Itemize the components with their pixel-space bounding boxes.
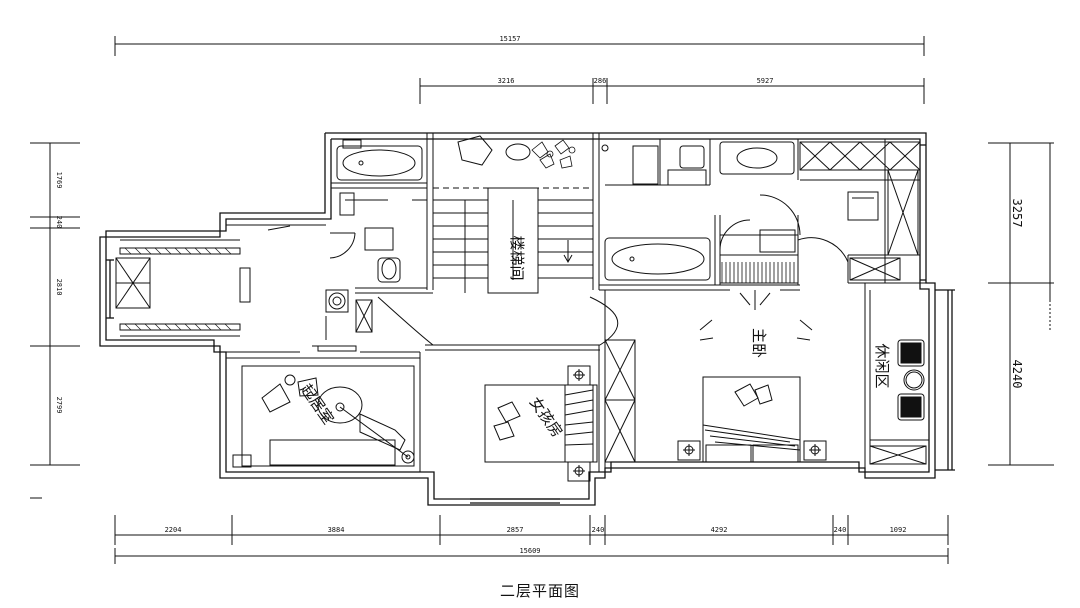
wardrobe-furniture [799,141,921,281]
room-label-master-bedroom: 主卧 [750,328,768,358]
dim-left-2: 240 [55,216,63,229]
master-bath-fixtures [601,141,799,284]
staircase [433,187,593,294]
dim-bottom-seg5: 4292 [711,526,728,534]
living-room-furniture [232,365,415,468]
left-dimension-lines [30,142,80,499]
exterior-walls [99,132,955,506]
dim-top-seg2: 286 [594,77,607,85]
dim-top-total: 15157 [499,35,520,43]
room-label-stairwell: 楼梯间 [508,235,526,280]
dim-right-1: 3257 [1010,199,1024,228]
dim-top-seg3: 5927 [757,77,774,85]
girl-room-furniture [484,365,598,482]
room-label-girl-room: 女孩房 [526,394,567,441]
drawing-caption: 二层平面图 [499,582,580,600]
dim-bottom-seg7: 1092 [890,526,907,534]
room-label-leisure-area: 休闲区 [873,343,891,388]
leisure-area-furniture [869,339,927,465]
cloakroom-furniture [115,225,291,337]
dim-bottom-seg4: 240 [592,526,605,534]
dim-left-4: 2799 [55,397,63,414]
right-dimension-lines [988,142,1054,466]
dim-right-2: 4240 [1010,360,1024,389]
stairwell-decor [457,135,576,169]
dim-bottom-seg6: 240 [834,526,847,534]
dim-bottom-seg1: 2204 [165,526,182,534]
dim-top-seg1: 3216 [498,77,515,85]
bottom-dimension-lines [114,515,949,564]
master-bedroom-furniture [604,290,827,463]
interior-walls [226,133,935,472]
dim-bottom-seg3: 2857 [507,526,524,534]
room-label-living-room: 起居室 [297,381,338,428]
left-bathroom-fixtures [317,139,427,352]
dim-bottom-seg2: 3884 [328,526,345,534]
dim-left-1: 1769 [55,172,63,189]
dim-bottom-total: 15609 [519,547,540,555]
top-dimension-lines [114,36,925,104]
dim-left-3: 2810 [55,279,63,296]
